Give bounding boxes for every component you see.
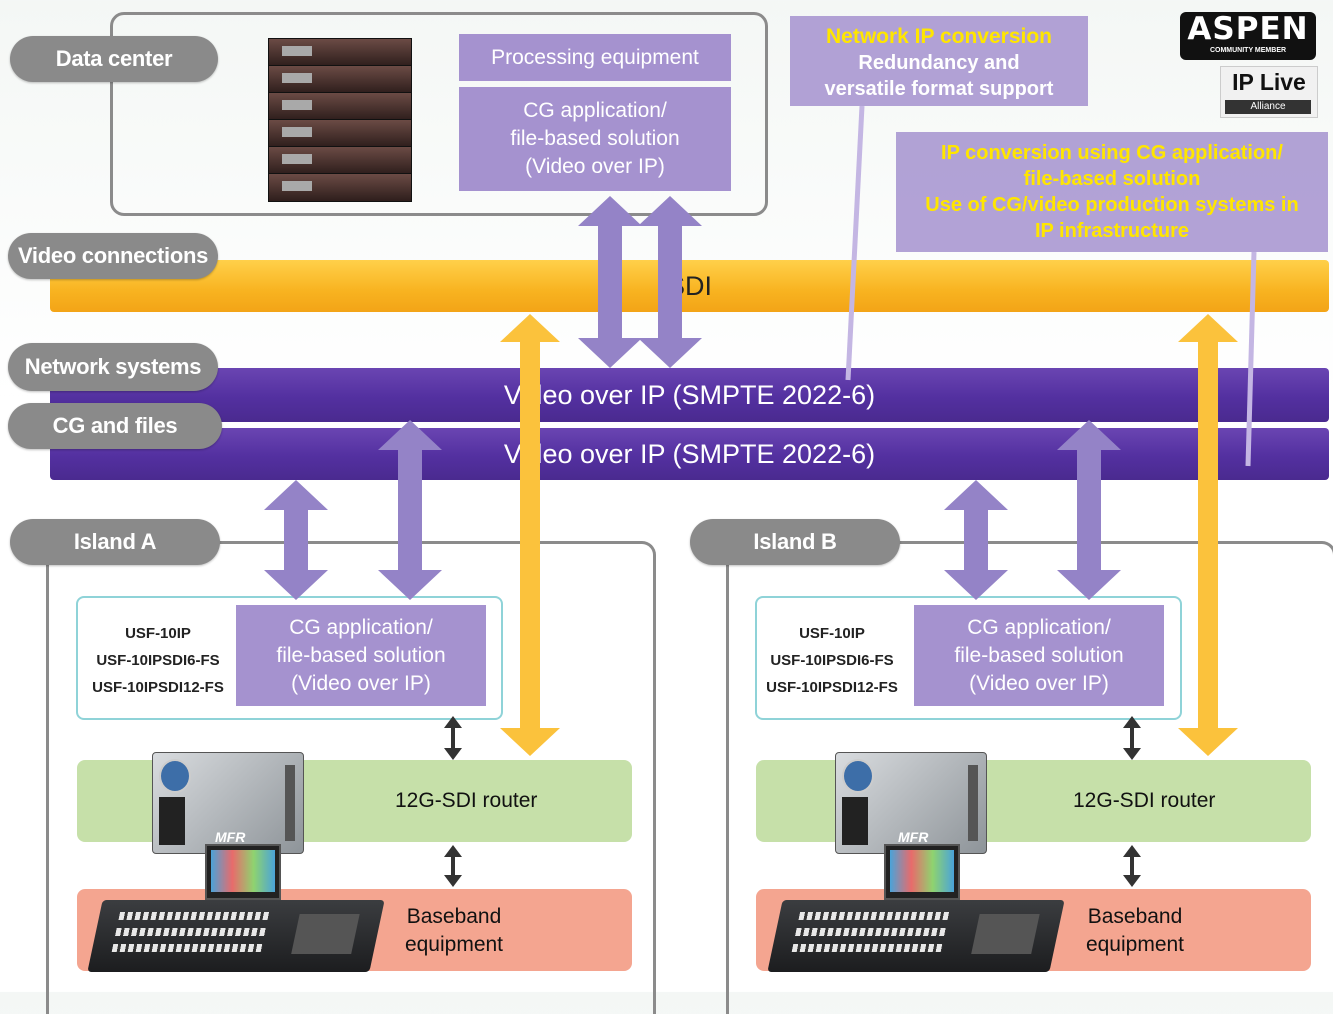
cg-ip-callout-title-1: IP conversion using CG application/ xyxy=(941,142,1283,164)
arrow-overlay xyxy=(264,105,1257,887)
island-a-arrow-left xyxy=(264,480,328,600)
island-b-cg-box: CG application/ file-based solution (Vid… xyxy=(914,605,1164,706)
ip-band-network: Video over IP (SMPTE 2022-6) xyxy=(50,368,1329,422)
dc-arrow-left xyxy=(578,196,642,368)
island-b-baseband-line-1: Baseband xyxy=(1087,905,1183,928)
cg-files-label: CG and files xyxy=(8,403,222,449)
island-b-cg-line-1: CG application/ xyxy=(967,615,1111,639)
network-ip-callout-line-1: Redundancy and xyxy=(858,52,1020,74)
iplive-logo-text: IP Live xyxy=(1232,69,1306,95)
island-a-cg-box: CG application/ file-based solution (Vid… xyxy=(236,605,486,706)
island-a-model-3: USF-10IPSDI12-FS xyxy=(92,679,224,696)
island-b-frame xyxy=(726,541,1333,1014)
aspen-logo: ASPEN COMMUNITY MEMBER xyxy=(1180,12,1316,60)
island-b-small-arrow-lower xyxy=(1123,845,1141,887)
ip-band-network-label: Video over IP (SMPTE 2022-6) xyxy=(503,379,876,410)
island-b-cg-line-3: (Video over IP) xyxy=(969,671,1109,695)
network-ip-callout: Network IP conversion Redundancy and ver… xyxy=(790,16,1088,106)
sdi-band: SDI xyxy=(50,260,1329,312)
island-b-model-1: USF-10IP xyxy=(799,625,865,642)
cg-ip-callout: IP conversion using CG application/ file… xyxy=(896,132,1328,252)
island-b-baseband-line-2: equipment xyxy=(1085,933,1185,956)
island-a-cg-line-2: file-based solution xyxy=(276,643,446,667)
network-ip-callout-title: Network IP conversion xyxy=(825,25,1053,48)
processing-equipment-box: Processing equipment xyxy=(459,34,731,81)
island-a-model-1: USF-10IP xyxy=(125,625,191,642)
iplive-logo-sub: Alliance xyxy=(1225,100,1311,114)
cg-ip-callout-line-1: Use of CG/video production systems in xyxy=(925,194,1299,216)
island-a-cg-line-1: CG application/ xyxy=(289,615,433,639)
aspen-logo-text: ASPEN xyxy=(1187,11,1309,47)
data-center-label: Data center xyxy=(10,36,218,82)
island-a-sdi-arrow xyxy=(500,314,560,756)
island-a-models: USF-10IP USF-10IPSDI6-FS USF-10IPSDI12-F… xyxy=(78,620,238,701)
ip-band-cg-label: Video over IP (SMPTE 2022-6) xyxy=(503,438,876,469)
aspen-logo-sub: COMMUNITY MEMBER xyxy=(1209,47,1287,54)
island-b-small-arrow-upper xyxy=(1123,716,1141,760)
island-b-arrow-left xyxy=(944,480,1008,600)
dc-cg-application-box: CG application/ file-based solution (Vid… xyxy=(459,87,731,191)
island-b-router-label: 12G-SDI router xyxy=(1073,789,1216,812)
island-b-router-badge: MFR xyxy=(898,829,929,845)
island-b-cg-line-2: file-based solution xyxy=(954,643,1124,667)
island-b-model-3: USF-10IPSDI12-FS xyxy=(766,679,898,696)
island-a-small-arrow-lower xyxy=(444,845,462,887)
island-a-frame xyxy=(46,541,656,1014)
server-rack-image xyxy=(268,38,412,204)
dc-arrow-right xyxy=(638,196,702,368)
island-a-model-2: USF-10IPSDI6-FS xyxy=(96,652,220,669)
island-a-arrow-right xyxy=(378,420,442,600)
cg-ip-callout-pointer xyxy=(1245,251,1257,467)
island-a-cg-line-3: (Video over IP) xyxy=(291,671,431,695)
network-systems-label: Network systems xyxy=(8,343,218,391)
network-ip-callout-pointer xyxy=(845,105,865,381)
island-b-label: Island B xyxy=(690,519,900,565)
island-a-router-label: 12G-SDI router xyxy=(395,789,538,812)
network-ip-callout-line-2: versatile format support xyxy=(824,78,1054,100)
island-a-router-badge: MFR xyxy=(215,829,246,845)
ip-band-cg: Video over IP (SMPTE 2022-6) xyxy=(50,428,1329,480)
video-connections-label: Video connections xyxy=(8,233,218,279)
data-center-frame xyxy=(110,12,768,216)
island-b-arrow-right xyxy=(1057,420,1121,600)
cg-ip-callout-title-2: file-based solution xyxy=(1023,168,1201,190)
island-a-router-device-image: MFR xyxy=(152,752,304,854)
dc-cg-line-2: file-based solution xyxy=(510,127,680,150)
island-b-sdi-arrow xyxy=(1178,314,1238,756)
island-b-monitor-image xyxy=(884,844,960,900)
island-b-models: USF-10IP USF-10IPSDI6-FS USF-10IPSDI12-F… xyxy=(752,620,912,701)
island-a-baseband-line-1: Baseband xyxy=(406,905,502,928)
island-a-monitor-image xyxy=(205,844,281,900)
island-b-model-2: USF-10IPSDI6-FS xyxy=(770,652,894,669)
iplive-logo: IP Live Alliance xyxy=(1220,66,1318,118)
island-a-label: Island A xyxy=(10,519,220,565)
island-b-router-device-image: MFR xyxy=(835,752,987,854)
dc-cg-line-3: (Video over IP) xyxy=(525,155,665,178)
dc-cg-line-1: CG application/ xyxy=(523,99,667,122)
cg-ip-callout-line-2: IP infrastructure xyxy=(1034,220,1190,242)
island-a-small-arrow-upper xyxy=(444,716,462,760)
island-a-baseband-line-2: equipment xyxy=(404,933,504,956)
